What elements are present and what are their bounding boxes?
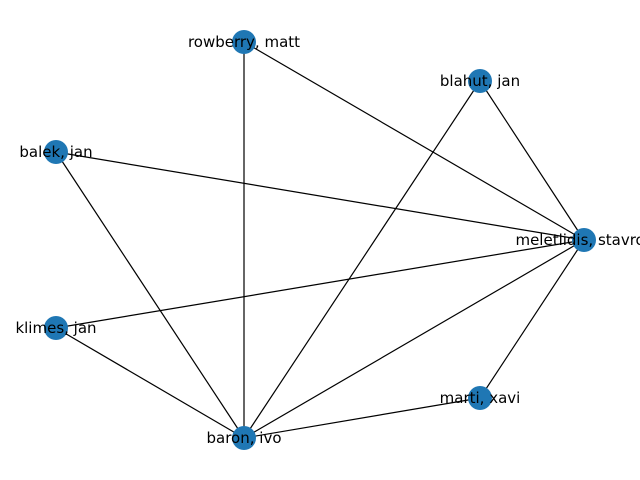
edge-blahut-baron (243, 80, 481, 439)
edge-klimes-meletlidis (55, 239, 585, 329)
edge-blahut-meletlidis (479, 80, 585, 241)
edge-marti-meletlidis (479, 239, 585, 399)
node-baron[interactable] (232, 426, 256, 450)
node-label-balek: balek, jan (19, 143, 92, 161)
edge-meletlidis-baron (243, 239, 585, 439)
node-blahut[interactable] (468, 69, 492, 93)
node-label-blahut: blahut, jan (440, 72, 520, 90)
node-rowberry[interactable] (232, 30, 256, 54)
node-layer (44, 30, 596, 450)
node-marti[interactable] (468, 386, 492, 410)
edge-balek-meletlidis (55, 151, 585, 241)
node-balek[interactable] (44, 140, 68, 164)
edge-rowberry-meletlidis (243, 41, 585, 241)
edge-marti-baron (243, 397, 481, 439)
node-label-meletlidis: meletlidis, stavros (515, 231, 640, 249)
edge-layer (55, 41, 585, 439)
node-klimes[interactable] (44, 316, 68, 340)
node-label-rowberry: rowberry, matt (188, 33, 300, 51)
node-meletlidis[interactable] (572, 228, 596, 252)
node-label-klimes: klimes, jan (15, 319, 96, 337)
label-layer: rowberry, matt blahut, jan balek, jan melet… (15, 33, 640, 447)
edge-balek-baron (55, 151, 245, 439)
node-label-marti: marti, xavi (440, 389, 521, 407)
edge-klimes-baron (55, 327, 245, 439)
node-label-baron: baron, ivo (207, 429, 282, 447)
